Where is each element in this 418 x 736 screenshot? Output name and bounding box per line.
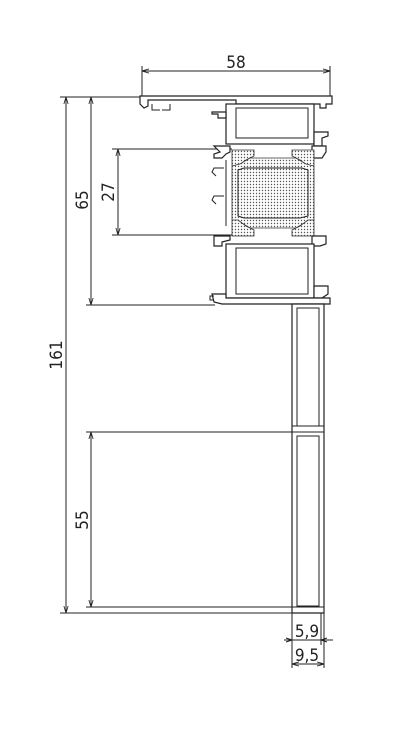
vertical-leg: [291, 303, 325, 614]
profile-cross-section: [139, 95, 333, 614]
glass-gasket-lower-left: [231, 219, 255, 237]
dimension-height-total: 161: [47, 96, 292, 614]
middle-flange: [211, 293, 331, 305]
dimension-label-height-upper: 65: [73, 190, 93, 209]
dimension-bottom-widths: 5,9 9,5: [284, 613, 333, 668]
dimension-label-height-lower: 55: [73, 510, 93, 529]
dimension-height-glass: 27: [99, 148, 232, 236]
dimension-height-lower: 55: [73, 431, 293, 608]
dimension-label-bottom-outer: 9,5: [295, 646, 319, 666]
dimension-width-top: 58: [141, 53, 331, 96]
dimension-height-upper: 65: [73, 97, 215, 306]
dimension-label-height-total: 161: [47, 340, 67, 369]
dimension-label-bottom-inner: 5,9: [295, 622, 319, 642]
glass-gasket-lower-right: [291, 219, 315, 237]
upper-chamber: [225, 103, 315, 145]
dimension-label-height-glass: 27: [99, 182, 119, 201]
dimension-label-width-top: 58: [226, 53, 245, 73]
lower-chamber: [225, 243, 315, 299]
